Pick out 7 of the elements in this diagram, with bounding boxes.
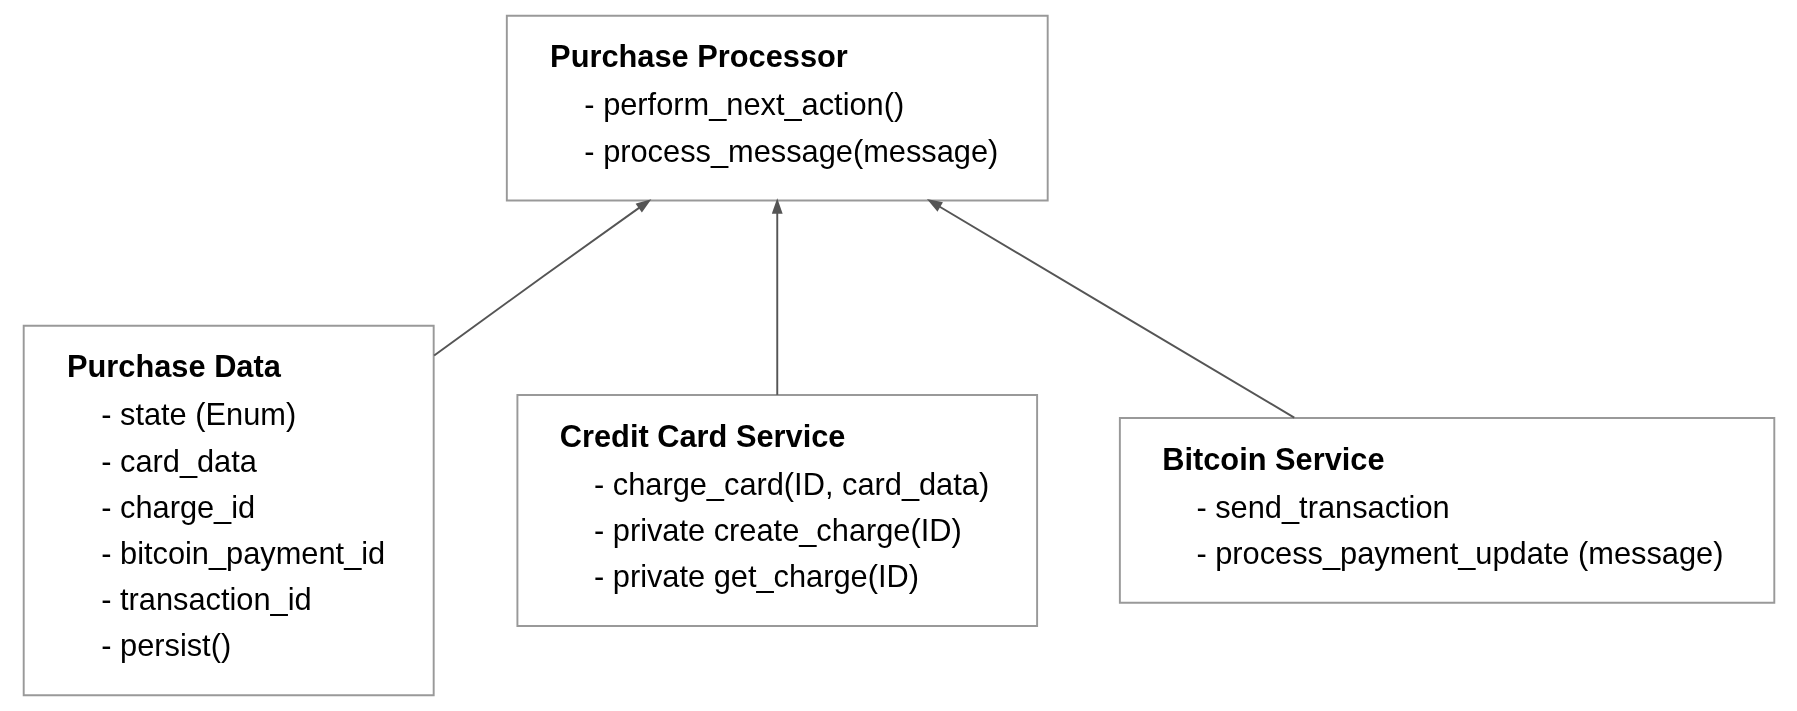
arrow — [771, 198, 783, 396]
node-box: Purchase Data - state (Enum) - card_data - charge_id - bitcoin_payment_id - transaction_id - persist() — [22, 324, 435, 697]
arrow — [432, 199, 651, 357]
node-box: Credit Card Service - charge_card(ID, card_data) - private create_charge(ID) - private get_charge(ID) — [515, 394, 1038, 627]
node-box: Bitcoin Service - send_transaction - process_payment_update (message) — [1118, 417, 1775, 604]
arrow — [926, 199, 1295, 419]
node-box: Purchase Processor - perform_next_action() - process_message(message) — [505, 14, 1049, 202]
